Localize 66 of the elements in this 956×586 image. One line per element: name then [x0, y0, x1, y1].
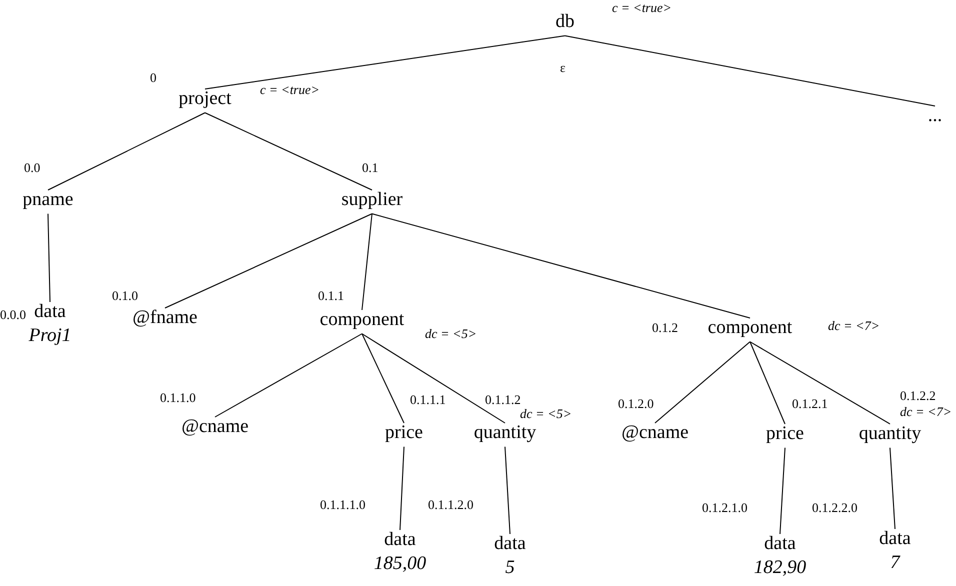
annotation: c = <true> — [260, 82, 320, 98]
node-label: project — [178, 87, 232, 111]
node-label: @cname — [181, 415, 249, 439]
node-value: Proj1 — [28, 324, 72, 348]
node-label: @cname — [621, 421, 689, 445]
tree-edge — [750, 341, 786, 424]
node-label: quantity — [858, 422, 922, 446]
node-index: 0.1.2.1 — [792, 396, 828, 412]
tree-edge — [564, 35, 936, 106]
tree-edge — [214, 333, 362, 418]
node-label: quantity — [474, 421, 536, 445]
tree-edge — [362, 333, 404, 424]
node-index: 0.1.1.1.0 — [320, 497, 366, 514]
node-value: 7 — [890, 550, 900, 574]
node-label: price — [766, 422, 804, 446]
node-label: pname — [22, 188, 74, 212]
annotation: dc = <7> — [828, 318, 880, 334]
annotation: dc = <5> — [520, 406, 572, 422]
node-label: price — [385, 421, 423, 445]
node-index: 0.1.1.2 — [485, 392, 521, 408]
node-value: 182,90 — [754, 556, 806, 580]
tree-edge — [48, 213, 50, 302]
tree-edge — [164, 213, 372, 308]
node-label: @fname — [132, 306, 198, 330]
node-index: 0.1.2 — [652, 320, 678, 336]
node-index: 0.1.0 — [112, 288, 138, 304]
node-label: component — [320, 308, 404, 332]
node-index: 0.1.2.1.0 — [702, 500, 748, 516]
node-index: 0.1.2.2 — [900, 388, 936, 404]
node-label: db — [556, 10, 574, 34]
tree-edge — [204, 112, 372, 190]
annotation: dc = <5> — [425, 326, 477, 342]
node-index: 0.1 — [362, 160, 378, 176]
node-index: 0 — [150, 70, 156, 86]
tree-edge — [750, 341, 890, 424]
node-label: ... — [928, 104, 942, 128]
tree-edge — [372, 213, 750, 318]
node-index: 0.1.1.0 — [160, 390, 196, 406]
node-label: data — [34, 300, 66, 324]
tree-edge — [400, 446, 404, 530]
node-index: 0.0.0 — [0, 307, 26, 324]
tree-edge — [654, 341, 750, 424]
node-value: 5 — [505, 556, 515, 580]
annotation: c = <true> — [612, 0, 672, 16]
node-label: data — [384, 528, 416, 552]
tree-edge — [48, 112, 206, 190]
annotation: dc = <7> — [900, 404, 952, 420]
node-value: 185,00 — [374, 552, 426, 576]
node-label: data — [764, 532, 796, 556]
node-index: 0.0 — [24, 160, 40, 176]
node-label: component — [708, 316, 792, 340]
node-index: 0.1.1 — [318, 288, 344, 304]
tree-edge — [362, 333, 506, 424]
node-label: data — [494, 532, 526, 556]
tree-edge — [204, 35, 566, 90]
node-index: 0.1.1.1 — [410, 392, 446, 408]
node-index: 0.1.2.0 — [618, 396, 654, 412]
node-index: 0.1.1.2.0 — [428, 497, 474, 514]
node-label: data — [879, 527, 911, 551]
node-label: supplier — [341, 188, 403, 212]
tree-edge — [890, 447, 896, 530]
node-index: ε — [560, 60, 566, 76]
tree-edge — [780, 447, 786, 534]
node-index: 0.1.2.2.0 — [812, 500, 858, 516]
tree-edge — [504, 446, 510, 534]
tree-edge — [362, 213, 372, 310]
